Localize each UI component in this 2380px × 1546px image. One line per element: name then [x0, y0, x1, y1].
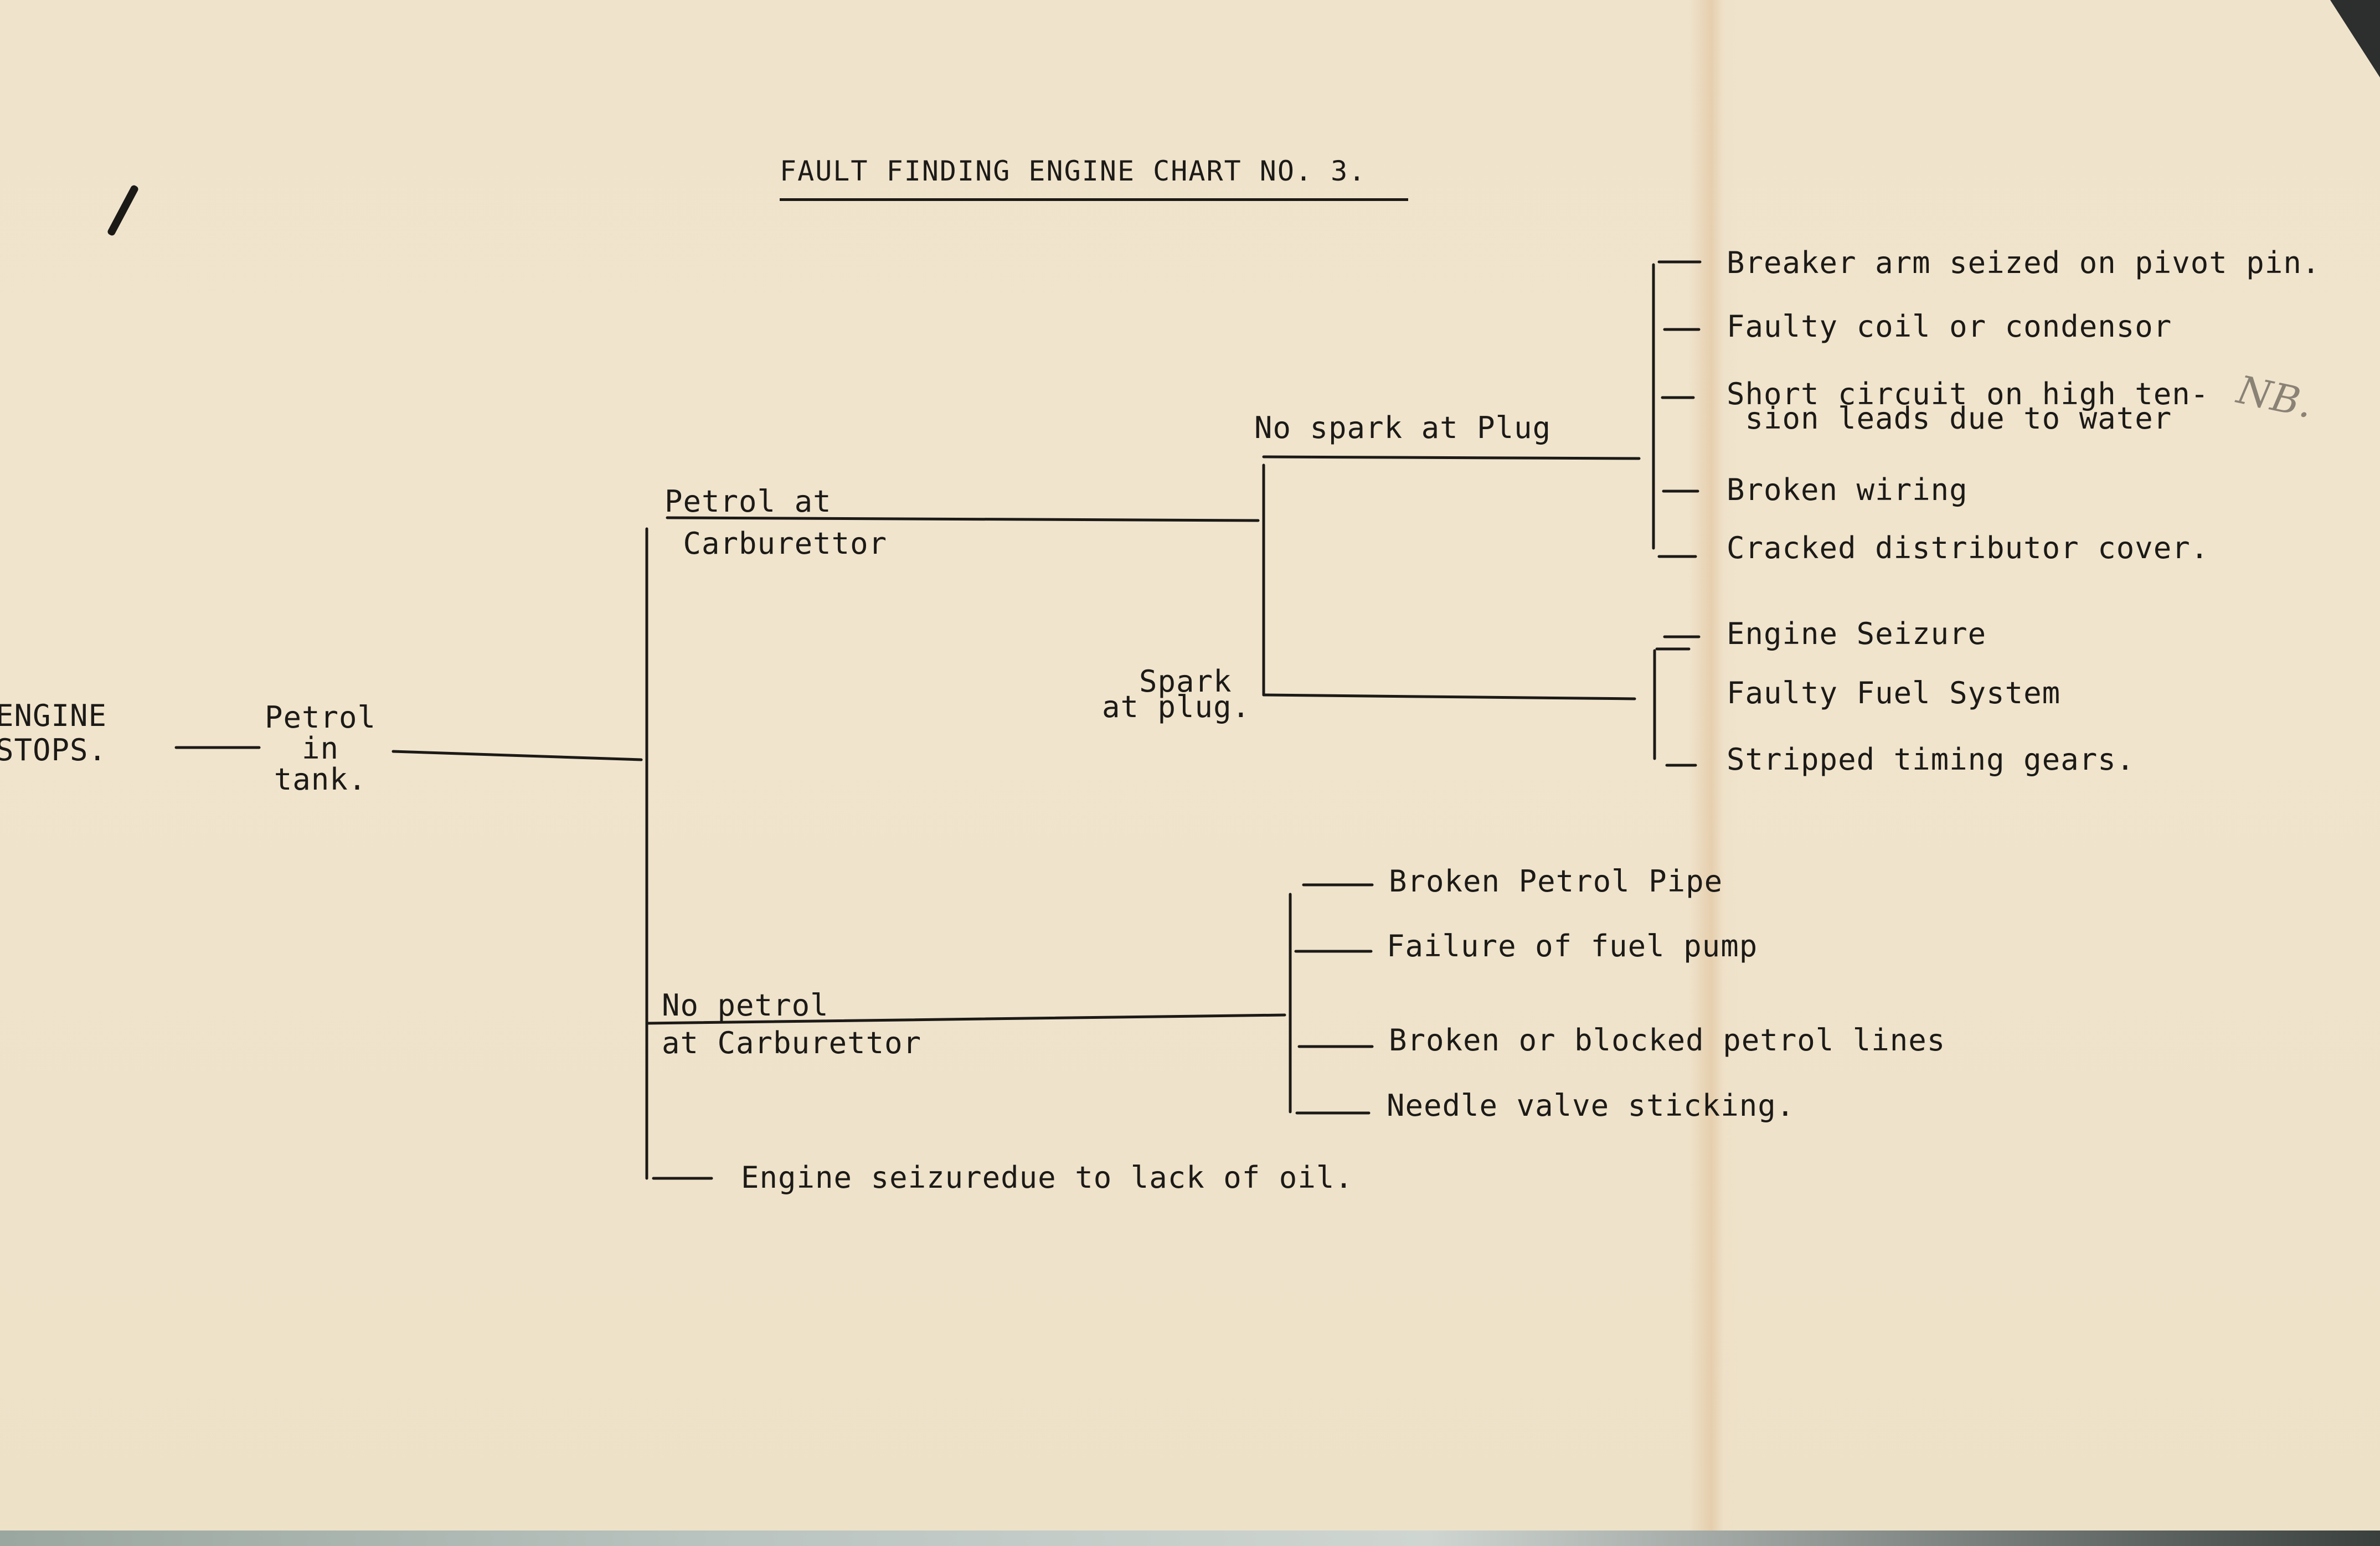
- node-spark-at-plug: Spark at plug.: [1102, 664, 1251, 724]
- paper-fold: [1689, 0, 1739, 1546]
- cause-broken-wiring: Broken wiring: [1727, 472, 1968, 507]
- cause-faulty-coil: Faulty coil or condensor: [1727, 309, 2172, 344]
- cause-engine-seizure: Engine Seizure: [1727, 616, 1987, 651]
- torn-corner: [2330, 0, 2380, 78]
- cause-breaker-arm: Breaker arm seized on pivot pin.: [1727, 245, 2321, 280]
- node-no-spark-at-plug: No spark at Plug: [1254, 410, 1552, 445]
- cause-blocked-petrol-lines: Broken or blocked petrol lines: [1389, 1023, 1946, 1058]
- margin-note: NB.: [2233, 367, 2317, 427]
- node-petrol-in-tank: Petrol in tank.: [265, 700, 377, 797]
- background-strip: [0, 1530, 2380, 1546]
- node-engine-stops: ENGINE STOPS.: [0, 698, 107, 767]
- cause-cracked-distributor: Cracked distributor cover.: [1727, 530, 2209, 565]
- branch-petrol-at-carb: [666, 516, 1260, 522]
- chart-title: FAULT FINDING ENGINE CHART NO. 3.: [780, 155, 1367, 187]
- branch-no-petrol: [645, 1013, 1286, 1025]
- connector-petrol-to-split: [391, 750, 643, 761]
- cause-stripped-timing-gears: Stripped timing gears.: [1727, 742, 2135, 777]
- cause-faulty-fuel-system: Faulty Fuel System: [1727, 676, 2061, 710]
- title-underline: [780, 198, 1408, 201]
- branch-no-spark: [1262, 455, 1641, 460]
- node-no-petrol-at-carburettor: No petrol at Carburettor: [662, 988, 922, 1060]
- branch-spark-at-plug: [1262, 693, 1636, 700]
- cause-needle-valve: Needle valve sticking.: [1387, 1088, 1795, 1123]
- cause-failure-fuel-pump: Failure of fuel pump: [1387, 929, 1758, 963]
- node-petrol-at-carburettor: Petrol at Carburettor: [664, 484, 888, 561]
- cause-short-circuit: Short circuit on high ten- sion leads du…: [1727, 377, 2209, 436]
- cause-broken-petrol-pipe: Broken Petrol Pipe: [1389, 864, 1723, 899]
- cause-lack-of-oil: Engine seizuredue to lack of oil.: [741, 1160, 1353, 1195]
